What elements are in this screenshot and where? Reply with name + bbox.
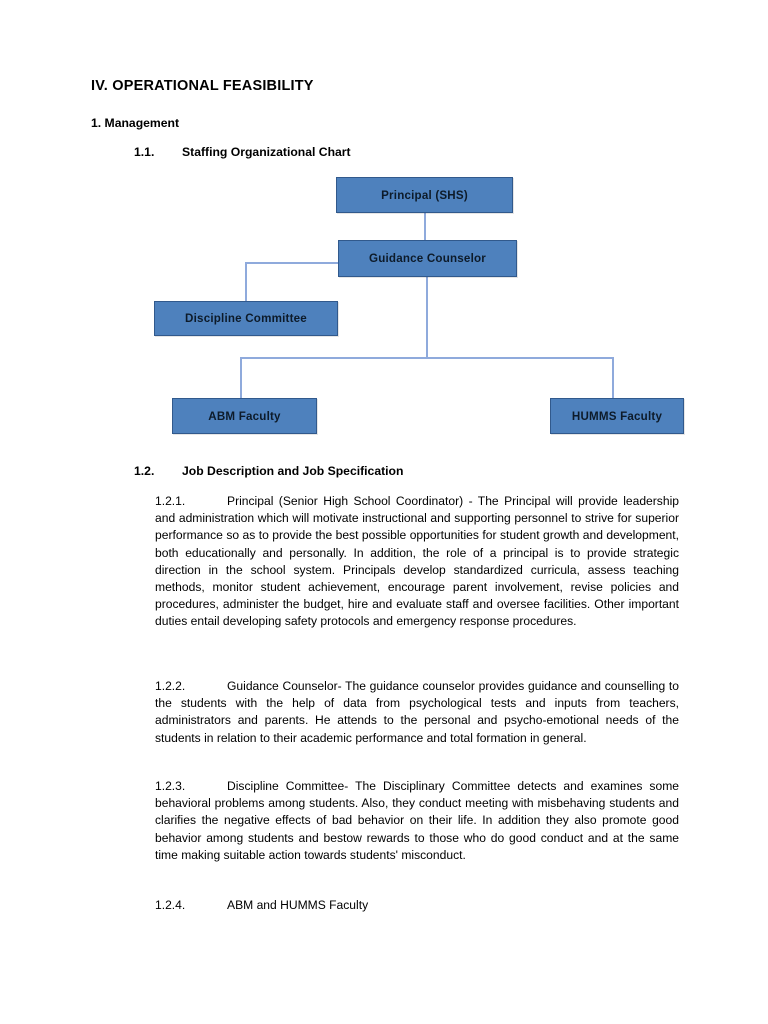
heading-1-1-number: 1.1.: [134, 145, 155, 159]
paragraph-1-2-1-number: 1.2.1.: [155, 494, 186, 508]
org-node-abm-faculty: ABM Faculty: [172, 398, 317, 434]
paragraph-1-2-2: 1.2.2.Guidance Counselor- The guidance c…: [155, 678, 679, 747]
page-title: IV. OPERATIONAL FEASIBILITY: [91, 78, 314, 94]
paragraph-1-2-2-text: Guidance Counselor- The guidance counsel…: [155, 679, 679, 745]
paragraph-1-2-4-text: ABM and HUMMS Faculty: [227, 898, 369, 912]
paragraph-1-2-1-text: Principal (Senior High School Coordinato…: [155, 494, 679, 629]
heading-1-2: 1.2. Job Description and Job Specificatio…: [134, 464, 403, 478]
paragraph-1-2-3-text: Discipline Committee- The Disciplinary C…: [155, 779, 679, 862]
connector-bus-to-humms: [612, 357, 614, 398]
paragraph-1-2-3-number: 1.2.3.: [155, 779, 186, 793]
connector-guidance-to-discipline-horizontal: [245, 262, 339, 264]
org-node-guidance-counselor: Guidance Counselor: [338, 240, 517, 277]
org-node-discipline-committee: Discipline Committee: [154, 301, 338, 336]
subsection-heading-management: 1. Management: [91, 116, 180, 130]
paragraph-1-2-4: 1.2.4. ABM and HUMMS Faculty: [155, 897, 679, 914]
heading-1-2-label: Job Description and Job Specification: [182, 464, 404, 478]
connector-bus-to-abm: [240, 357, 242, 398]
connector-principal-to-guidance: [424, 213, 426, 241]
heading-1-1: 1.1. Staffing Organizational Chart: [134, 145, 351, 159]
connector-faculty-horizontal-bus: [240, 357, 614, 359]
staffing-organizational-chart: Principal (SHS) Guidance Counselor Disci…: [0, 0, 768, 460]
connector-guidance-to-faculty-vertical: [426, 277, 428, 359]
heading-1-2-number: 1.2.: [134, 464, 155, 478]
paragraph-1-2-3: 1.2.3.Discipline Committee- The Discipli…: [155, 778, 679, 864]
paragraph-1-2-2-number: 1.2.2.: [155, 679, 186, 693]
heading-1-1-label: Staffing Organizational Chart: [182, 145, 351, 159]
connector-guidance-to-discipline-vertical: [245, 262, 247, 302]
paragraph-1-2-1: 1.2.1.Principal (Senior High School Coor…: [155, 493, 679, 631]
org-node-principal: Principal (SHS): [336, 177, 513, 213]
paragraph-1-2-4-number: 1.2.4.: [155, 898, 186, 912]
org-node-humms-faculty: HUMMS Faculty: [550, 398, 684, 434]
